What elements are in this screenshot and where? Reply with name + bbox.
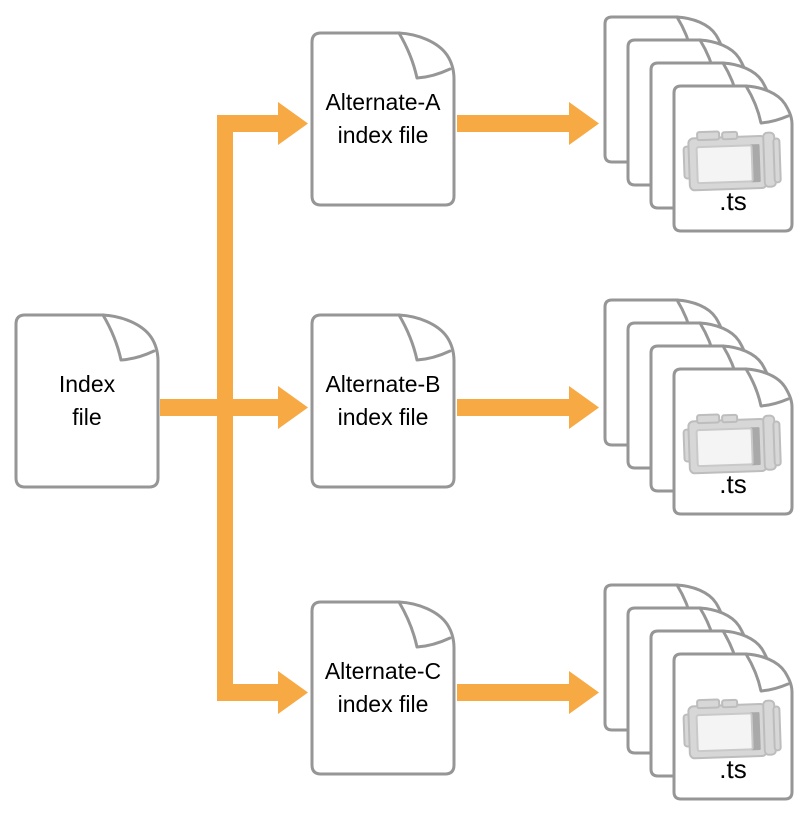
video-camera-icon: [682, 411, 782, 475]
document-icon: [310, 31, 456, 207]
document-icon: [310, 600, 456, 776]
alternate-c-label-line1: Alternate-C: [325, 658, 441, 684]
ts-label: .ts: [719, 186, 746, 216]
ts-stack-c: .ts: [603, 583, 794, 801]
arrow-branch-bottom: [217, 671, 308, 714]
alternate-b-label-line2: index file: [338, 404, 429, 430]
arrow-branch-top: [217, 102, 308, 145]
alternate-b-label-line1: Alternate-B: [325, 371, 440, 397]
alternate-c-label-line2: index file: [338, 691, 429, 717]
connector-arrows: [160, 102, 599, 714]
document-icon: [310, 313, 456, 489]
video-camera-icon: [682, 696, 782, 760]
arrow-b-to-stack: [457, 386, 599, 429]
video-camera-icon: [682, 128, 782, 192]
ts-stack-b: .ts: [603, 298, 794, 516]
alternate-b-doc: Alternate-B index file: [310, 313, 456, 489]
alternate-a-label-line2: index file: [338, 122, 429, 148]
ts-label: .ts: [719, 754, 746, 784]
alternate-a-doc: Alternate-A index file: [310, 31, 456, 207]
ts-stack-a: .ts: [603, 15, 794, 233]
arrow-a-to-stack: [457, 102, 599, 145]
document-icon: [14, 313, 160, 489]
ts-label: .ts: [719, 469, 746, 499]
alternate-c-doc: Alternate-C index file: [310, 600, 456, 776]
index-file-label-line1: Index: [59, 371, 116, 397]
arrow-index-to-b: [160, 386, 308, 429]
alternate-a-label-line1: Alternate-A: [325, 89, 441, 115]
arrow-c-to-stack: [457, 671, 599, 714]
index-file-label-line2: file: [72, 404, 101, 430]
index-file-doc: Index file: [14, 313, 160, 489]
